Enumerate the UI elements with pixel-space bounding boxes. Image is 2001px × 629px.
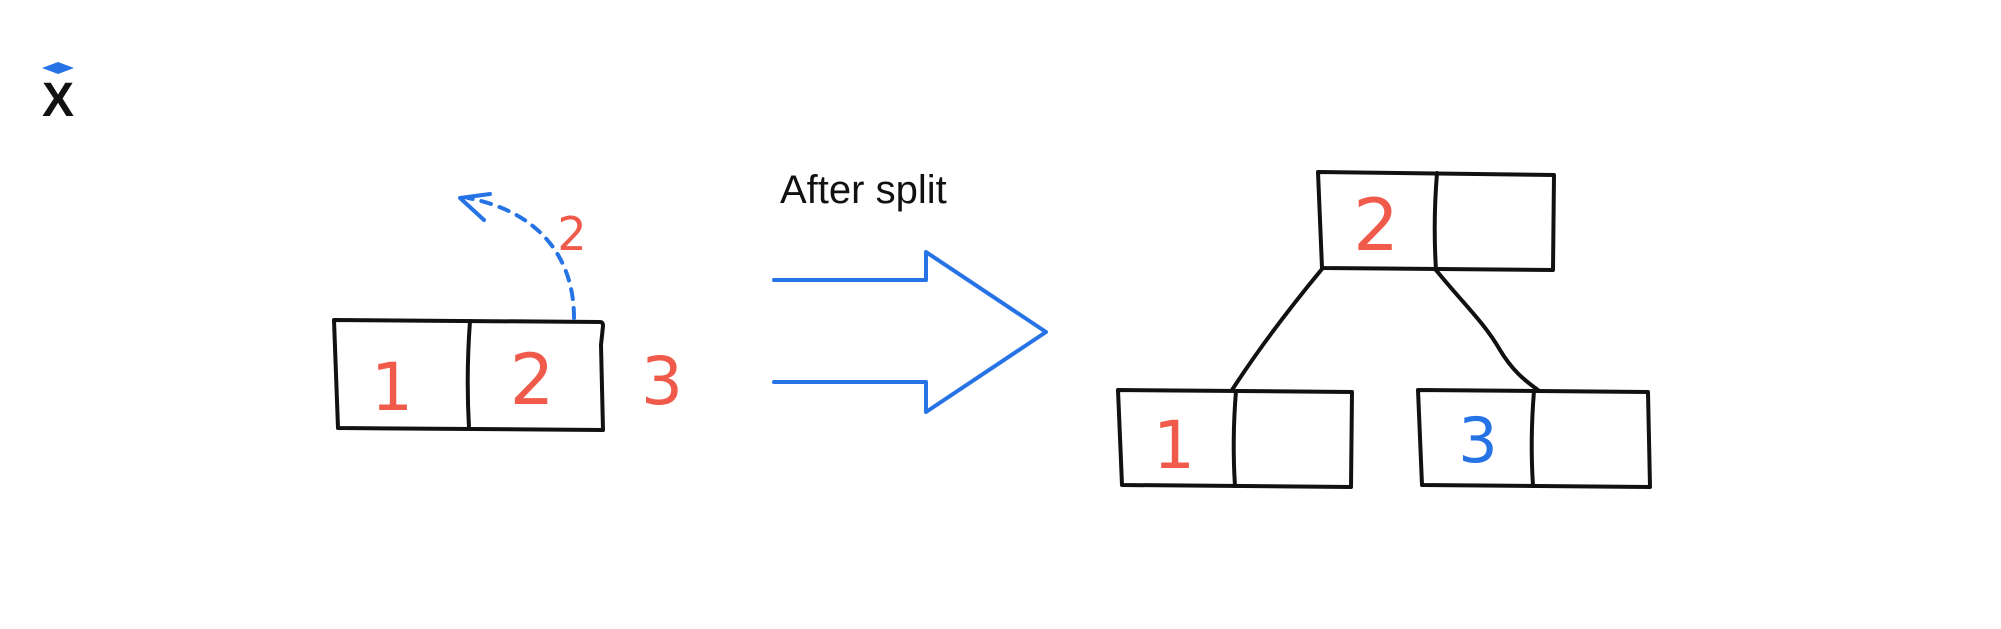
root-node bbox=[1316, 170, 1556, 272]
root-node-frame bbox=[1316, 170, 1556, 272]
logo-diamond bbox=[42, 62, 74, 74]
left-child-node bbox=[1116, 388, 1354, 489]
after-split-label: After split bbox=[780, 168, 947, 212]
left-child-key-1: 1 bbox=[1153, 407, 1195, 484]
before-key-1: 1 bbox=[371, 349, 413, 426]
promoted-key-2: 2 bbox=[557, 207, 586, 261]
before-key-2: 2 bbox=[510, 339, 555, 421]
promote-arrow-head bbox=[458, 192, 492, 222]
right-child-key-3: 3 bbox=[1458, 404, 1497, 477]
before-node-frame bbox=[332, 318, 605, 432]
right-child-node bbox=[1416, 388, 1652, 489]
before-node-divider bbox=[465, 319, 472, 430]
edge-root-to-left bbox=[1230, 267, 1324, 392]
tree-edges bbox=[1230, 267, 1540, 392]
left-child-divider bbox=[1231, 389, 1238, 488]
root-node-divider bbox=[1432, 171, 1439, 272]
right-child-frame bbox=[1416, 388, 1652, 489]
root-key-2: 2 bbox=[1353, 183, 1399, 267]
left-child-frame bbox=[1116, 388, 1354, 489]
overflow-key-3: 3 bbox=[641, 343, 683, 420]
right-child-divider bbox=[1529, 389, 1536, 488]
promote-arrow bbox=[458, 192, 576, 320]
x-logo-icon: X bbox=[42, 62, 74, 127]
promote-arrow-path bbox=[466, 196, 576, 320]
hollow-right-arrow-icon bbox=[772, 250, 1048, 414]
edge-root-to-right bbox=[1434, 268, 1540, 392]
logo-letter: X bbox=[42, 74, 74, 127]
before-node bbox=[332, 318, 605, 432]
